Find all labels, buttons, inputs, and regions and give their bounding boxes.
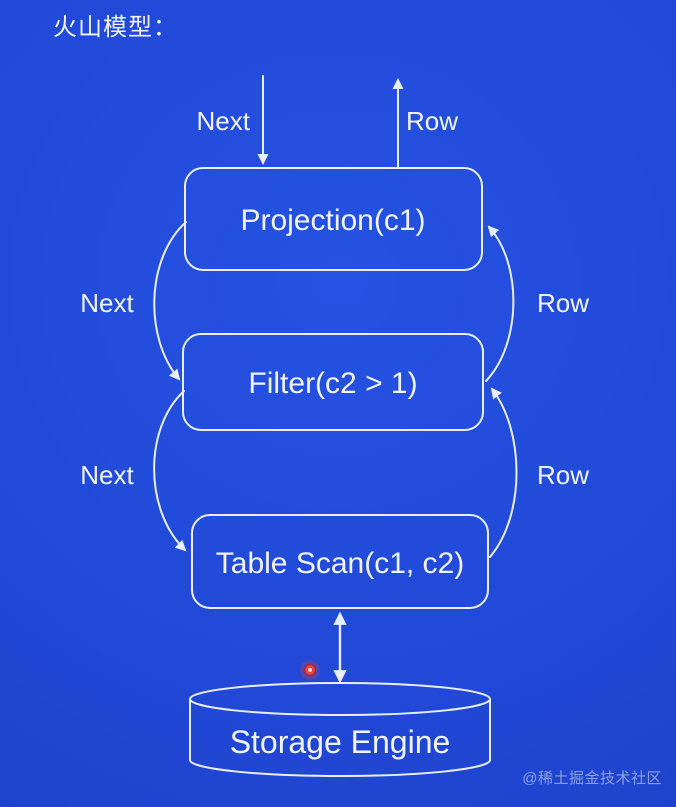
edge-label-next-mid1: Next xyxy=(80,288,134,318)
edge-next-filter-to-tablescan xyxy=(153,390,187,552)
edge-next-projection-to-filter xyxy=(153,221,187,381)
node-filter xyxy=(182,333,484,431)
edge-row-tablescan-to-filter xyxy=(489,387,518,558)
edge-row-filter-to-projection xyxy=(485,225,515,382)
node-projection xyxy=(184,167,483,271)
page-title: 火山模型： xyxy=(53,14,178,41)
node-storage-engine-label: Storage Engine xyxy=(230,724,451,760)
watermark: @稀土掘金技术社区 xyxy=(522,770,662,787)
node-table-scan-label: Table Scan(c1, c2) xyxy=(216,547,464,580)
node-storage-engine-top xyxy=(189,682,491,716)
edge-label-row-mid2: Row xyxy=(537,460,589,490)
node-projection-label: Projection(c1) xyxy=(240,204,425,237)
node-storage-engine-body xyxy=(189,699,491,777)
edge-label-row-mid1: Row xyxy=(537,288,589,318)
node-table-scan xyxy=(191,514,489,609)
node-filter-label: Filter(c2 > 1) xyxy=(248,367,417,400)
edge-label-row-top: Row xyxy=(406,106,458,136)
edge-label-next-top: Next xyxy=(197,106,251,136)
cursor-dot xyxy=(300,660,320,680)
edge-label-next-mid2: Next xyxy=(80,460,134,490)
